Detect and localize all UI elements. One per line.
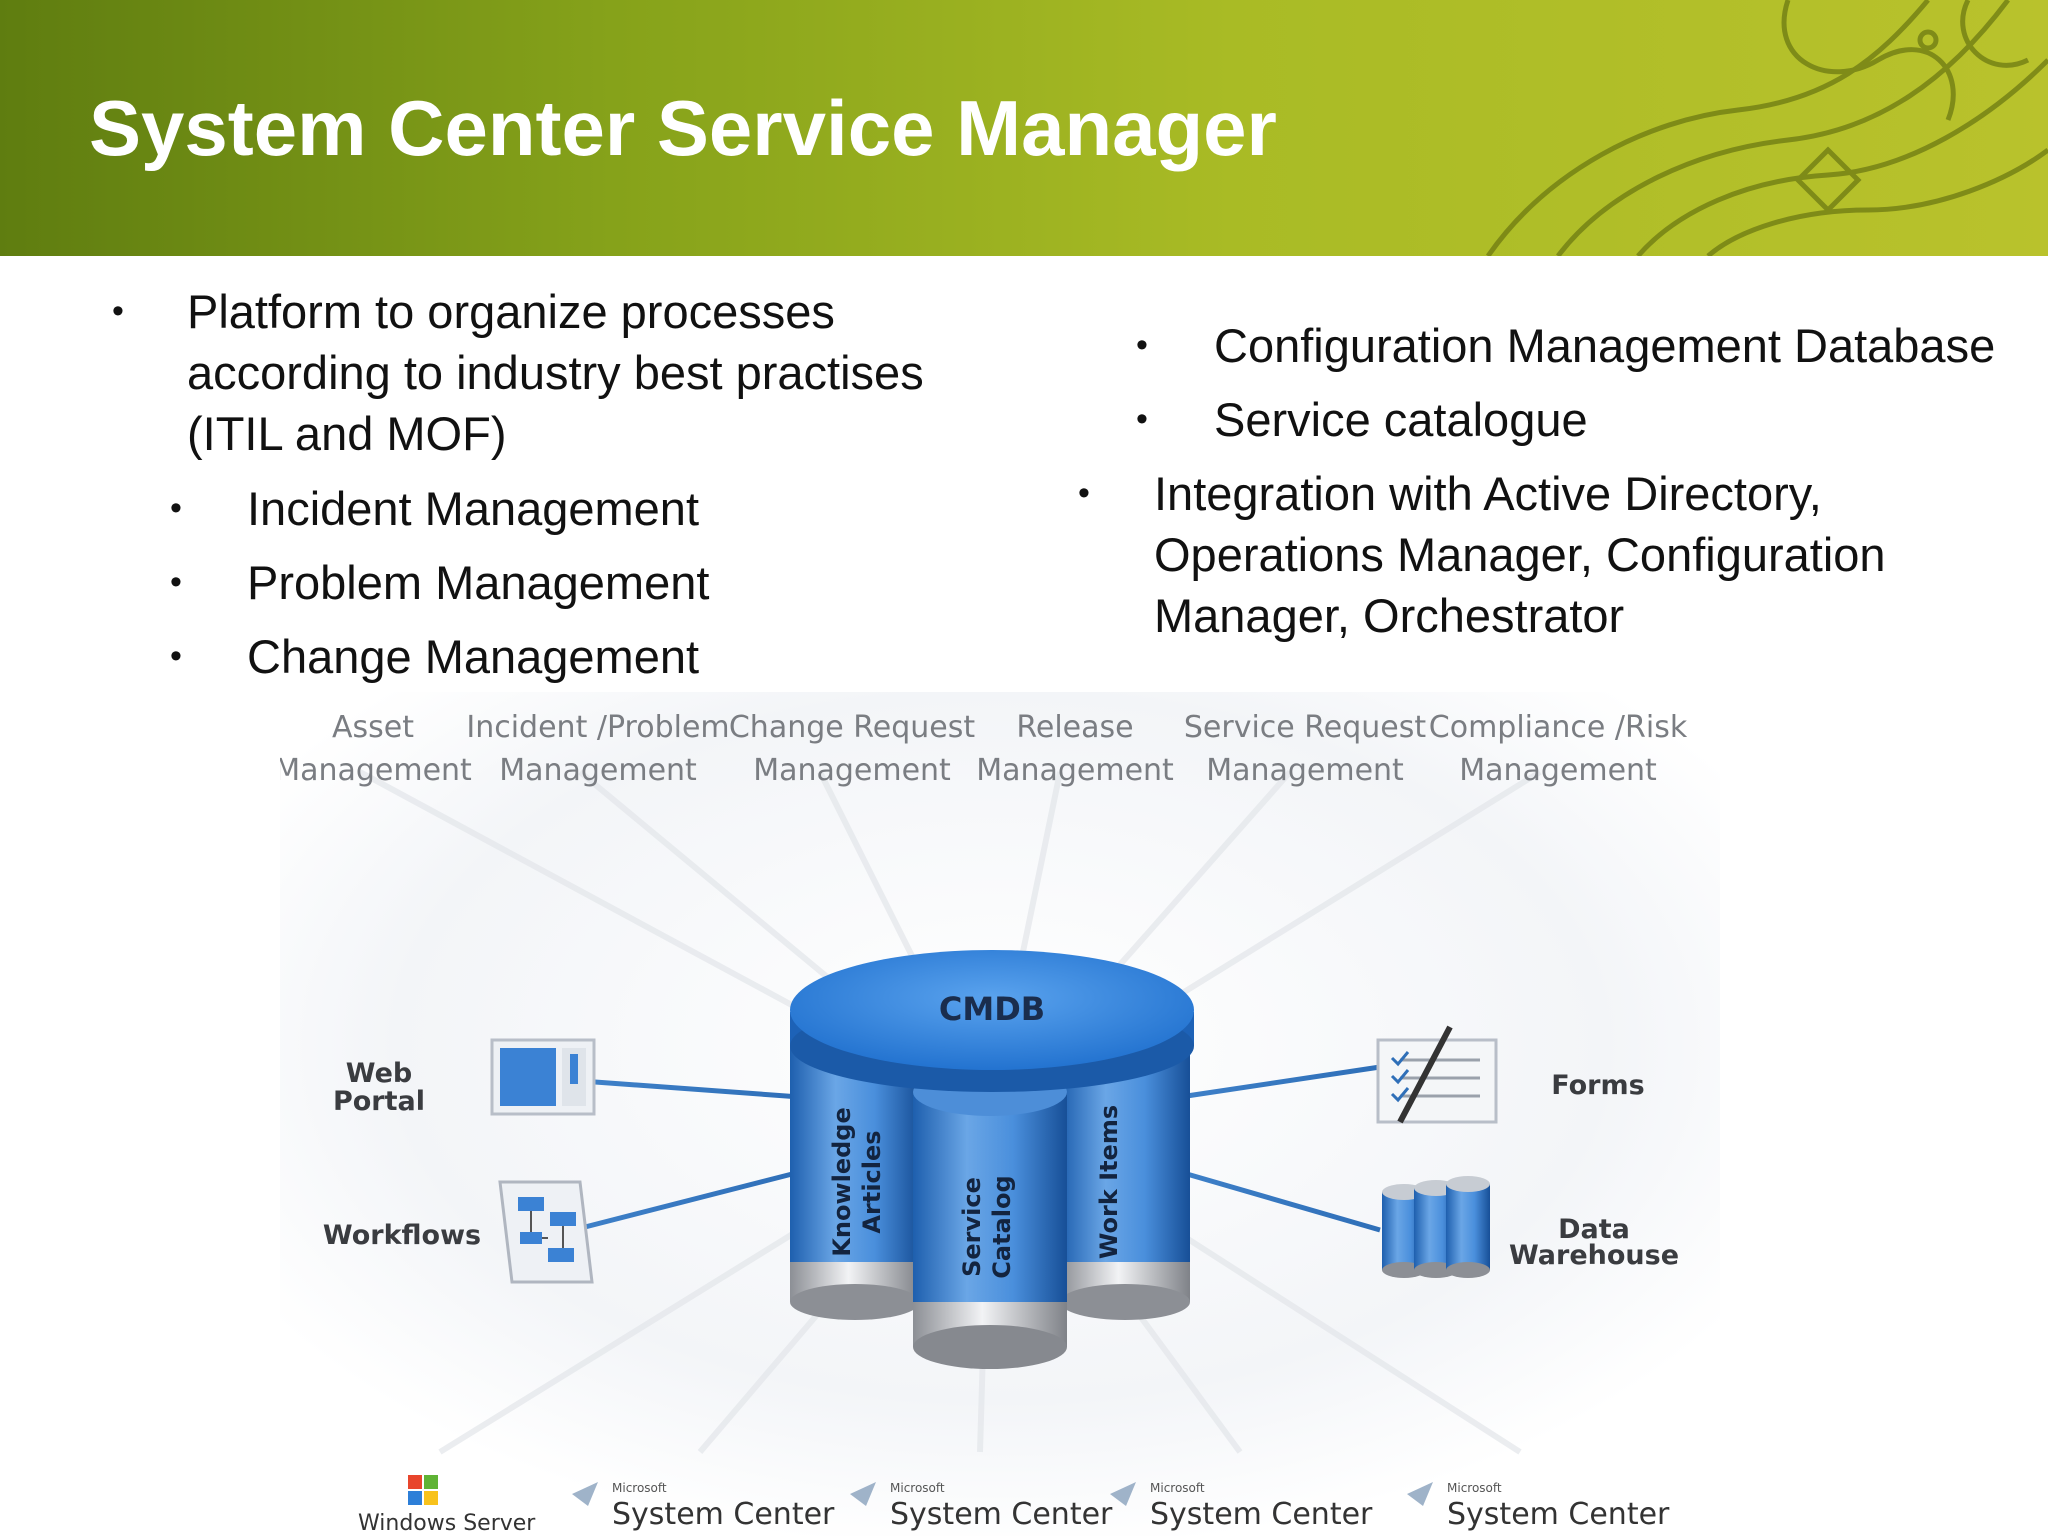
web-portal-label: Web — [346, 1058, 412, 1089]
connector-lines — [584, 1064, 1381, 1233]
bullet-item: Configuration Management Database — [1078, 315, 2028, 376]
data-warehouse-label: Data — [1558, 1214, 1630, 1245]
process-label: Compliance /Risk — [1429, 710, 1688, 745]
bullet-item: Change Management — [112, 626, 932, 687]
service-manager-diagram: Asset Management Incident /Problem Manag… — [280, 692, 1720, 1536]
left-bullet-list: Platform to organize processes according… — [112, 281, 932, 700]
process-label: Change Request — [729, 710, 975, 745]
system-center-icon — [1407, 1482, 1433, 1506]
product-maker: Microsoft — [612, 1481, 667, 1495]
product-name: System Center — [1447, 1497, 1670, 1532]
cylinder-label: Work Items — [1095, 1105, 1123, 1259]
system-center-icon — [850, 1482, 876, 1506]
cylinder-label: Articles — [858, 1130, 886, 1233]
data-warehouse-icon — [1382, 1176, 1490, 1278]
slide-header: System Center Service Manager — [0, 0, 2048, 256]
product-maker: Microsoft — [890, 1481, 945, 1495]
product-name: Windows Server — [358, 1511, 536, 1536]
process-label: Asset — [332, 710, 414, 745]
web-portal-label: Portal — [333, 1086, 425, 1117]
process-label: Management — [280, 753, 472, 788]
forms-icon — [1376, 1025, 1498, 1124]
cylinder-label: Knowledge — [828, 1107, 856, 1256]
product-name: System Center — [1150, 1497, 1373, 1532]
process-label: Incident /Problem — [466, 710, 729, 745]
product-logos: Windows Server Microsoft System Center M… — [358, 1475, 1670, 1536]
process-labels: Asset Management Incident /Problem Manag… — [280, 710, 1688, 788]
decorative-swirl — [1485, 0, 2048, 256]
product-maker: Microsoft — [1150, 1481, 1205, 1495]
system-center-icon — [1110, 1482, 1136, 1506]
forms-label: Forms — [1551, 1070, 1644, 1101]
slide-title: System Center Service Manager — [89, 84, 1277, 172]
web-portal-icon — [490, 1038, 596, 1116]
process-label: Management — [1459, 753, 1657, 788]
product-name: System Center — [612, 1497, 835, 1532]
cylinder-label: Catalog — [988, 1175, 1016, 1278]
process-label: Service Request — [1184, 710, 1427, 745]
cmdb-top-disk — [790, 950, 1194, 1092]
process-label: Management — [976, 753, 1174, 788]
bullet-item: Problem Management — [112, 552, 932, 613]
bullet-item: Integration with Active Directory, Opera… — [1078, 463, 2028, 646]
process-label: Management — [753, 753, 951, 788]
process-label: Management — [1206, 753, 1404, 788]
cmdb-database: CMDB Knowledge Articles Service Catalog … — [790, 950, 1194, 1369]
right-bullet-list: Configuration Management Database Servic… — [1078, 315, 2028, 646]
data-warehouse-label: Warehouse — [1509, 1240, 1679, 1271]
windows-flag-icon — [408, 1475, 438, 1505]
bullet-item: Incident Management — [112, 478, 932, 539]
cmdb-label: CMDB — [939, 990, 1045, 1028]
bullet-item: Platform to organize processes according… — [112, 281, 932, 464]
product-maker: Microsoft — [1447, 1481, 1502, 1495]
system-center-icon — [572, 1482, 598, 1506]
process-label: Management — [499, 753, 697, 788]
workflows-label: Workflows — [323, 1220, 481, 1251]
cylinder-label: Service — [958, 1177, 986, 1277]
process-label: Release — [1016, 710, 1133, 745]
bullet-item: Service catalogue — [1078, 389, 2028, 450]
workflow-icon — [498, 1180, 594, 1284]
product-name: System Center — [890, 1497, 1113, 1532]
